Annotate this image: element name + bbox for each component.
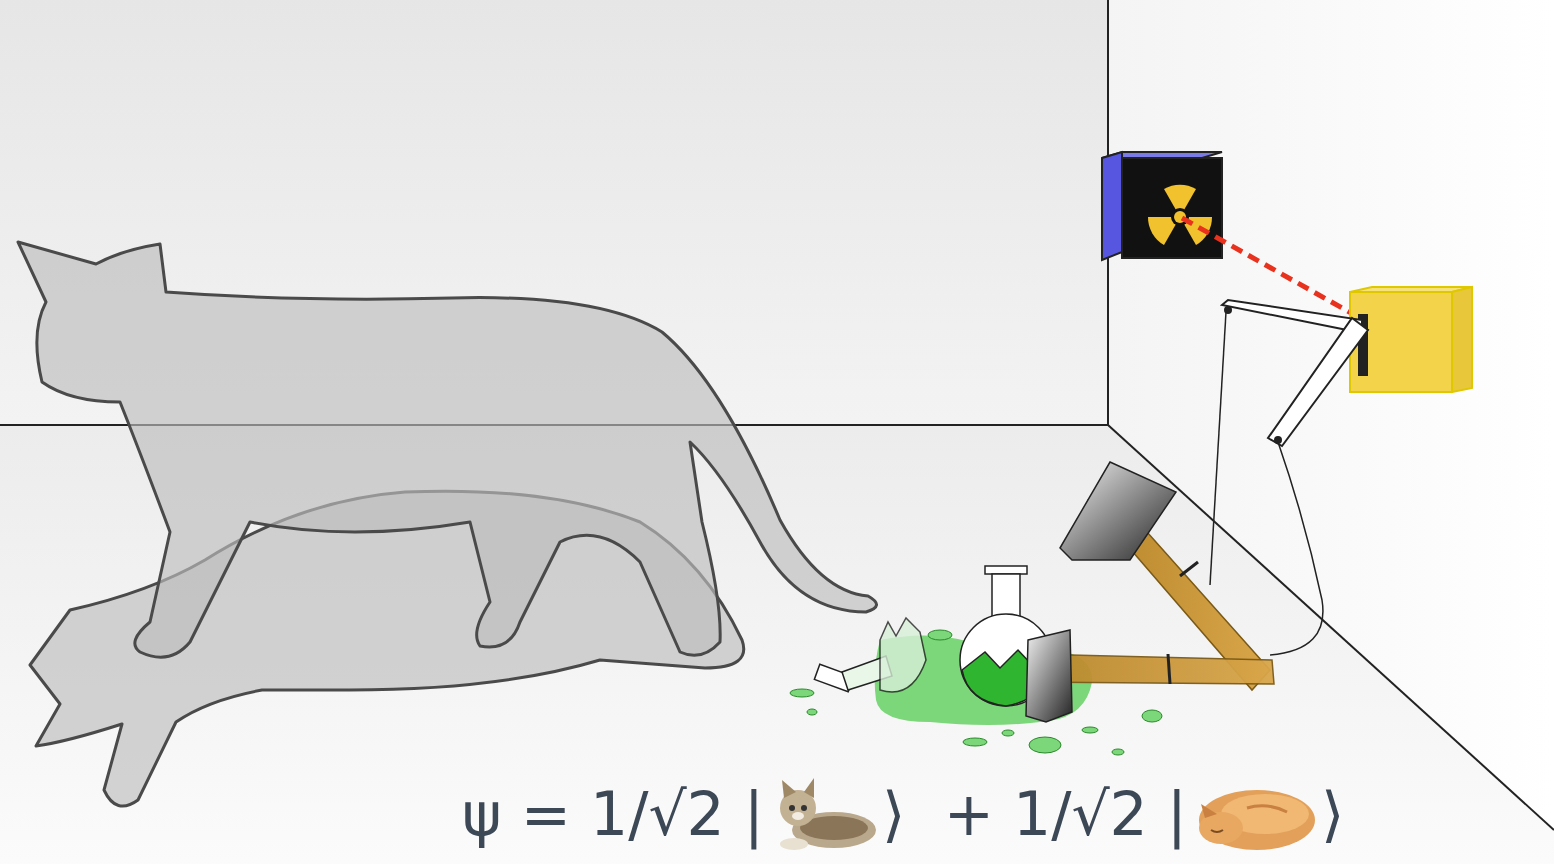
sleeping-cat-picture xyxy=(1187,772,1321,856)
equation-text: ⟩ xyxy=(1321,784,1344,844)
state-equation: ψ = 1/√2 | ⟩ + 1/√2 | ⟩ xyxy=(462,768,1345,860)
awake-cat-picture xyxy=(764,772,882,856)
equation-text: ⟩ + 1/√2 | xyxy=(882,784,1187,844)
equation-text: ψ = 1/√2 | xyxy=(462,784,764,844)
